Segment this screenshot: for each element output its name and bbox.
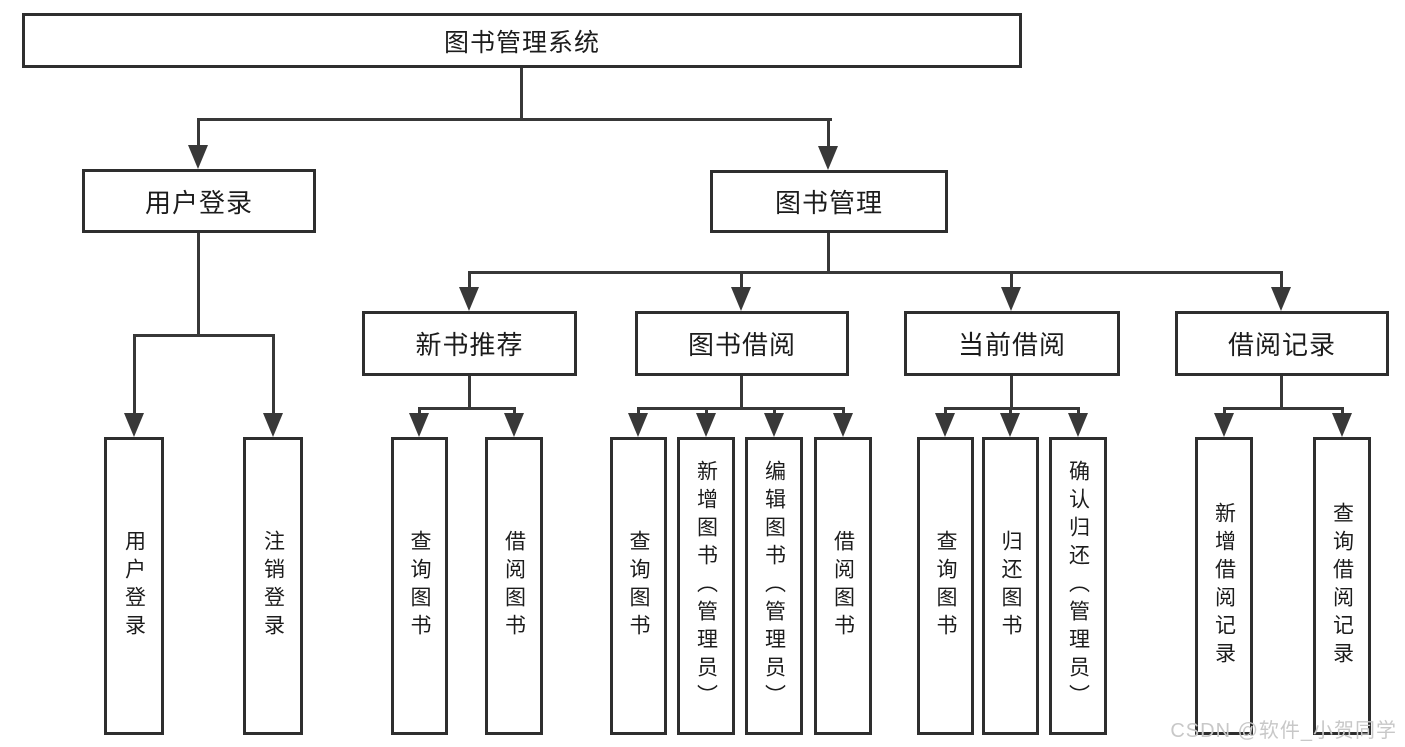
- node-label: 借阅图书: [502, 530, 526, 642]
- leaf-query-books-current: 查询图书: [917, 437, 974, 735]
- node-label: 编辑图书（管理员）: [762, 460, 786, 712]
- arrow-down-icon: [504, 413, 524, 437]
- arrow-down-icon: [459, 287, 479, 311]
- connector-drop: [1010, 271, 1013, 299]
- node-label: 图书管理: [774, 188, 883, 218]
- connector-stem-root: [520, 68, 523, 121]
- connector-drop: [740, 271, 743, 299]
- node-user-login: 用户登录: [82, 169, 316, 233]
- leaf-logout: 注销登录: [243, 437, 303, 735]
- connector-rail-book-mgmt: [468, 271, 1283, 274]
- csdn-watermark: CSDN @软件_小贺同学: [1170, 720, 1397, 742]
- node-root-system: 图书管理系统: [22, 13, 1022, 68]
- arrow-down-icon: [1068, 413, 1088, 437]
- node-label: 确认归还（管理员）: [1066, 460, 1090, 712]
- arrow-down-icon: [935, 413, 955, 437]
- leaf-add-borrow-record: 新增借阅记录: [1195, 437, 1253, 735]
- connector-rail-root: [198, 118, 832, 121]
- arrow-down-icon: [696, 413, 716, 437]
- arrow-down-icon: [764, 413, 784, 437]
- connector-stem-book-borrow: [740, 376, 743, 410]
- arrow-down-icon: [818, 146, 838, 170]
- connector-stem-current-borrow: [1010, 376, 1013, 410]
- leaf-query-books-recommend: 查询图书: [391, 437, 448, 735]
- node-label: 新书推荐: [415, 330, 524, 360]
- node-book-borrowing: 图书借阅: [635, 311, 849, 376]
- connector-rail-new-book-rec: [418, 407, 516, 410]
- leaf-query-books-borrow: 查询图书: [610, 437, 667, 735]
- arrow-down-icon: [263, 413, 283, 437]
- connector-drop: [272, 334, 275, 424]
- arrow-down-icon: [1001, 287, 1021, 311]
- node-label: 注销登录: [261, 530, 285, 642]
- leaf-borrow-books-recommend: 借阅图书: [485, 437, 543, 735]
- leaf-add-books-admin: 新增图书（管理员）: [677, 437, 735, 735]
- arrow-down-icon: [1332, 413, 1352, 437]
- node-label: 新增借阅记录: [1212, 502, 1236, 670]
- leaf-borrow-books: 借阅图书: [814, 437, 872, 735]
- arrow-down-icon: [833, 413, 853, 437]
- leaf-user-login: 用户登录: [104, 437, 164, 735]
- arrow-down-icon: [188, 145, 208, 169]
- leaf-edit-books-admin: 编辑图书（管理员）: [745, 437, 803, 735]
- leaf-return-books: 归还图书: [982, 437, 1039, 735]
- node-label: 图书借阅: [687, 330, 796, 360]
- node-label: 新增图书（管理员）: [694, 460, 718, 712]
- node-label: 借阅记录: [1227, 330, 1336, 360]
- node-label: 用户登录: [144, 187, 253, 218]
- leaf-query-borrow-record: 查询借阅记录: [1313, 437, 1371, 735]
- node-label: 查询图书: [408, 530, 431, 642]
- arrow-down-icon: [628, 413, 648, 437]
- arrow-down-icon: [1271, 287, 1291, 311]
- connector-stem-user-login: [197, 233, 200, 337]
- arrow-down-icon: [124, 413, 144, 437]
- arrow-down-icon: [1000, 413, 1020, 437]
- connector-drop: [468, 271, 471, 299]
- node-current-borrowing: 当前借阅: [904, 311, 1120, 376]
- node-label: 借阅图书: [831, 530, 855, 642]
- connector-drop: [197, 118, 200, 158]
- leaf-confirm-return-admin: 确认归还（管理员）: [1049, 437, 1107, 735]
- node-label: 用户登录: [122, 530, 146, 642]
- connector-rail-user-login: [133, 334, 275, 337]
- node-new-book-recommend: 新书推荐: [362, 311, 577, 376]
- connector-drop: [1280, 271, 1283, 299]
- connector-stem-new-book-rec: [468, 376, 471, 410]
- node-label: 查询图书: [627, 530, 650, 642]
- node-borrowing-records: 借阅记录: [1175, 311, 1389, 376]
- connector-drop: [827, 118, 830, 158]
- arrow-down-icon: [1214, 413, 1234, 437]
- node-label: 查询借阅记录: [1330, 502, 1354, 670]
- arrow-down-icon: [731, 287, 751, 311]
- arrow-down-icon: [409, 413, 429, 437]
- connector-stem-book-mgmt: [827, 233, 830, 274]
- connector-rail-borrow-records: [1223, 407, 1344, 410]
- node-label: 归还图书: [999, 530, 1022, 642]
- node-book-management: 图书管理: [710, 170, 948, 233]
- connector-drop: [133, 334, 136, 424]
- connector-stem-borrow-records: [1280, 376, 1283, 410]
- node-label: 图书管理系统: [443, 28, 600, 57]
- node-label: 查询图书: [934, 530, 957, 642]
- node-label: 当前借阅: [957, 330, 1066, 360]
